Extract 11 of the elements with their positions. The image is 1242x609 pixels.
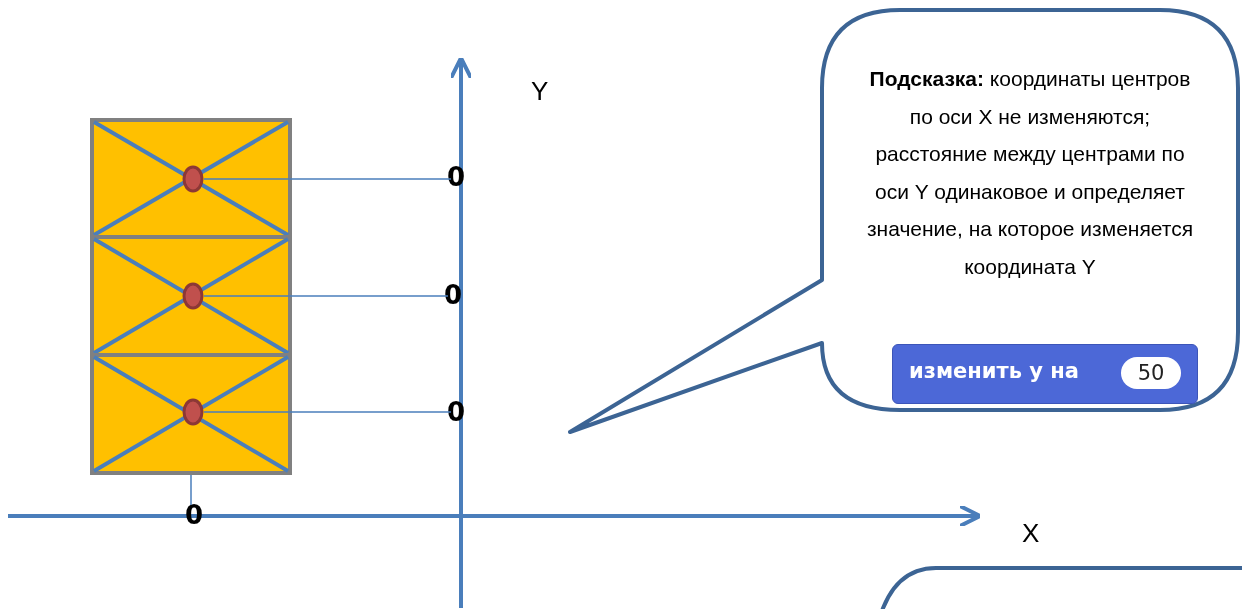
- center-dot: [182, 165, 204, 193]
- speech-bubble: [568, 8, 1242, 436]
- center-dot: [182, 398, 204, 426]
- code-block: [892, 344, 1198, 404]
- axis-label: Y: [531, 76, 549, 107]
- axis-label: X: [1022, 518, 1040, 549]
- value-field: 50: [1121, 357, 1181, 389]
- hint-text: Подсказка: координаты центров по оси X не изменяются; расстояние между центрами по оси Y одинаковое и определяет значение, на которое изменяется координата Y: [865, 66, 1195, 280]
- block-text: изменить у на: [909, 359, 1079, 383]
- crossed-rectangle: [90, 353, 292, 475]
- center-dot: [182, 282, 204, 310]
